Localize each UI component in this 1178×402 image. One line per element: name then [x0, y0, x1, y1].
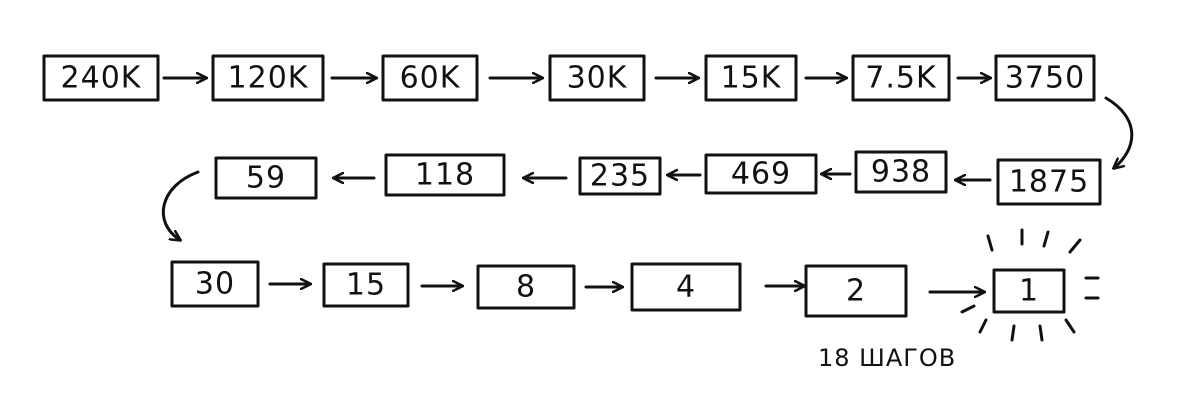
step-label: 7.5K [865, 61, 937, 96]
step-label: 30K [567, 61, 628, 96]
highlight-rays [960, 228, 1100, 342]
step-label: 2 [846, 274, 866, 309]
steps-caption: 18 ШАГОВ [818, 344, 956, 372]
step-node: 240K [42, 54, 160, 102]
step-label: 4 [676, 270, 696, 305]
step-node: 469 [704, 153, 818, 195]
step-label: 1 [1019, 274, 1039, 309]
step-node: 938 [854, 150, 948, 194]
step-label: 120K [228, 61, 309, 96]
step-node: 1875 [996, 158, 1102, 206]
step-label: 1875 [1009, 165, 1089, 200]
step-node: 15K [704, 54, 798, 102]
step-node: 2 [804, 264, 908, 318]
step-label: 15 [346, 268, 386, 303]
step-node: 7.5K [851, 54, 951, 102]
step-label: 469 [731, 157, 791, 192]
step-node: 235 [578, 156, 662, 196]
curved-arrow-down [161, 170, 200, 240]
step-node: 118 [384, 153, 506, 197]
step-node: 8 [476, 264, 576, 310]
curved-arrow-down [1104, 96, 1134, 168]
step-label: 8 [516, 270, 536, 305]
step-node: 4 [630, 262, 742, 312]
step-node: 60K [381, 54, 479, 102]
step-label: 118 [415, 158, 475, 193]
final-step-node: 1 [992, 268, 1066, 314]
step-node: 59 [214, 156, 318, 200]
step-label: 59 [246, 161, 286, 196]
step-label: 30 [195, 267, 235, 302]
step-node: 15 [322, 262, 410, 308]
step-label: 15K [721, 61, 782, 96]
step-label: 240K [61, 61, 142, 96]
step-node: 120K [211, 54, 325, 102]
step-label: 938 [871, 155, 931, 190]
step-label: 60K [400, 61, 461, 96]
step-node: 30K [548, 54, 646, 102]
step-node: 30 [170, 260, 260, 308]
step-label: 235 [590, 159, 650, 194]
step-node: 3750 [994, 54, 1096, 102]
step-label: 3750 [1005, 61, 1085, 96]
